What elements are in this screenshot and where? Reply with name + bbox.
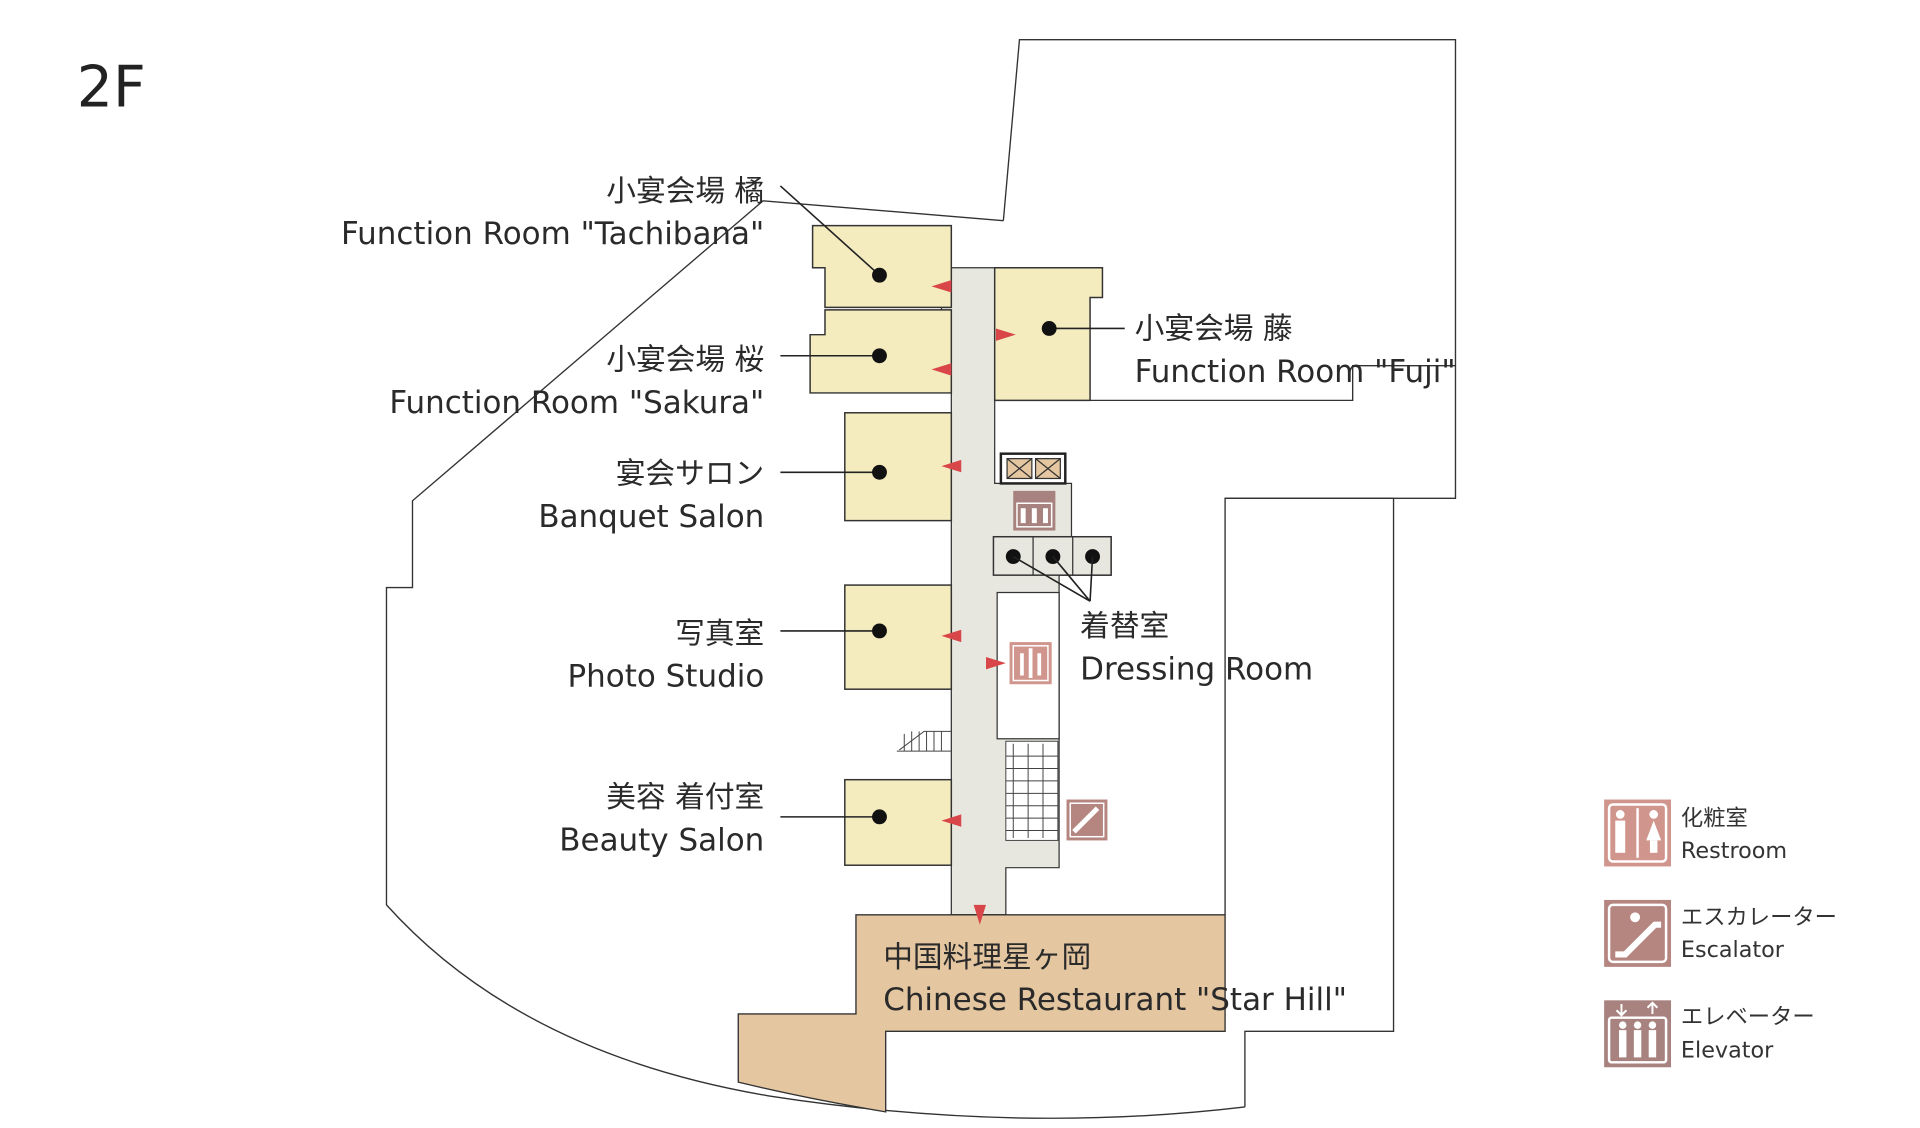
label-restaurant-ja: 中国料理星ヶ岡 [883, 940, 1091, 975]
escalator-icon [1604, 899, 1672, 967]
elevator-shaft [999, 452, 1067, 485]
map-escalator-icon [1066, 799, 1108, 841]
legend-escalator-ja: エスカレーター [1681, 905, 1837, 931]
stairs [896, 730, 1059, 841]
label-banquet-en: Banquet Salon [538, 499, 764, 535]
elevator-icon [1604, 1000, 1672, 1068]
label-beauty-en: Beauty Salon [559, 822, 764, 858]
restroom-icon [1604, 799, 1672, 867]
room-chinese-restaurant[interactable] [737, 914, 1226, 1113]
label-photo-ja: 写真室 [675, 616, 764, 651]
label-fuji-en: Function Room "Fuji" [1135, 354, 1456, 390]
room-labels: 小宴会場 橘 Function Room "Tachibana" 小宴会場 桜 … [341, 174, 1456, 1018]
label-dressing-en: Dressing Room [1080, 651, 1313, 687]
label-tachibana-ja: 小宴会場 橘 [606, 174, 764, 209]
entrance-arrows [931, 280, 1016, 925]
legend-escalator-en: Escalator [1681, 937, 1785, 963]
label-restaurant-en: Chinese Restaurant "Star Hill" [883, 982, 1347, 1018]
room-tachibana[interactable] [811, 224, 953, 309]
legend-elevator-en: Elevator [1681, 1037, 1774, 1063]
legend-elevator-ja: エレベーター [1681, 1004, 1815, 1030]
room-banquet-salon[interactable] [844, 412, 953, 522]
legend: 化粧室 Restroom エスカレーター Escalator エレベーター El… [1604, 799, 1837, 1068]
map-elevator-icon [1013, 490, 1056, 531]
leader-lines [779, 185, 1125, 825]
legend-elevator: エレベーター Elevator [1604, 1000, 1815, 1068]
building-outline [385, 38, 1457, 1119]
room-beauty-salon[interactable] [844, 778, 953, 866]
label-photo-en: Photo Studio [568, 659, 765, 695]
map-restroom-icon [1009, 642, 1052, 685]
label-beauty-ja: 美容 着付室 [606, 780, 764, 815]
legend-escalator: エスカレーター Escalator [1604, 899, 1837, 967]
legend-restroom-en: Restroom [1681, 838, 1787, 864]
label-sakura-en: Function Room "Sakura" [389, 385, 764, 421]
label-sakura-ja: 小宴会場 桜 [606, 342, 764, 377]
label-banquet-ja: 宴会サロン [616, 456, 765, 491]
label-dressing-ja: 着替室 [1080, 609, 1169, 644]
room-photo-studio[interactable] [844, 584, 953, 690]
legend-restroom: 化粧室 Restroom [1604, 799, 1787, 867]
label-fuji-ja: 小宴会場 藤 [1135, 311, 1293, 346]
label-tachibana-en: Function Room "Tachibana" [341, 216, 764, 252]
floor-label: 2F [77, 55, 146, 121]
legend-restroom-ja: 化粧室 [1681, 806, 1748, 832]
